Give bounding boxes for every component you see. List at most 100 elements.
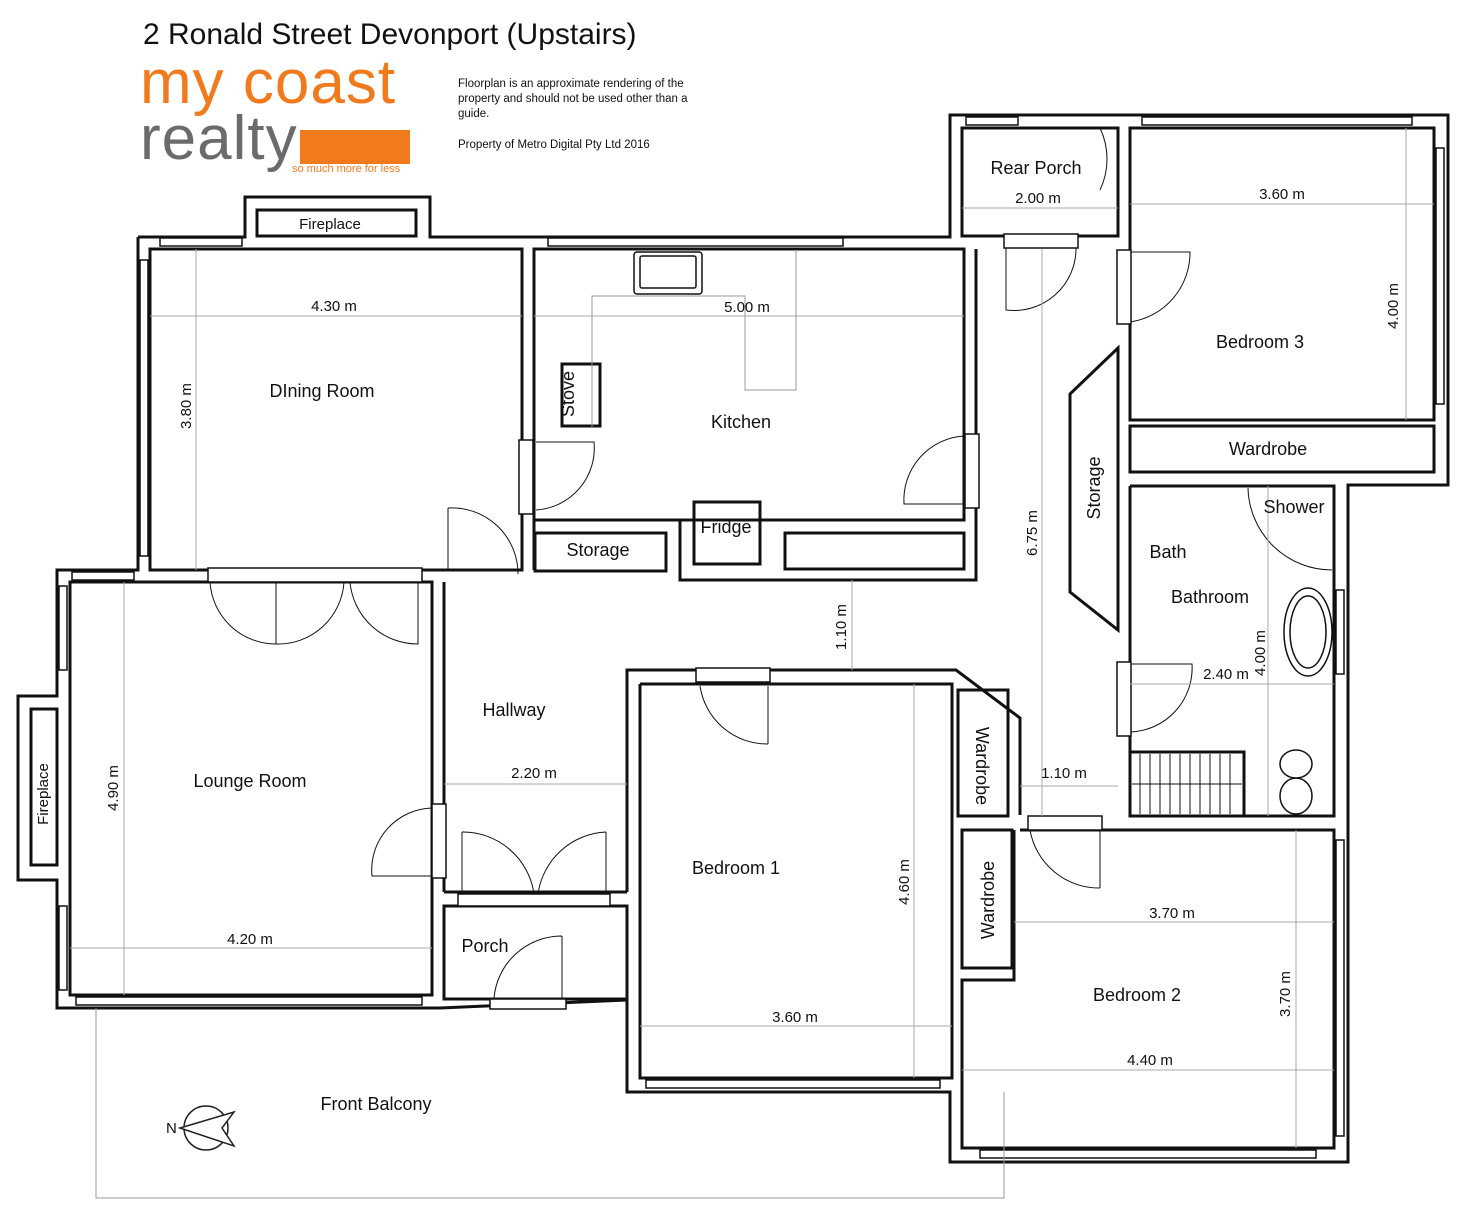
frame-door-hall-top [1003,233,1079,249]
door-lounge-hall [371,807,433,877]
dim-dining-width: 4.30 m [311,298,357,315]
window-lounge-bottom [75,996,423,1006]
fireplace-left-box [29,707,59,867]
dim-hallway-width: 2.20 m [511,765,557,782]
storage-right-box [783,531,966,571]
wardrobe-b2-walls [960,828,1014,970]
bedroom2-walls [960,828,1336,1150]
kitchen-bench-outline [591,250,797,428]
label-front-balcony: Front Balcony [320,1094,431,1114]
label-shower: Shower [1263,497,1324,517]
stove-box [560,362,602,428]
dim-hall-height: 6.75 m [1024,510,1041,556]
logo-line-1: my coast [140,48,397,117]
door-bedroom2 [1029,829,1101,889]
label-hallway: Hallway [482,700,545,720]
label-wardrobe-b3: Wardrobe [1229,439,1307,459]
door-lounge-double-a [209,581,277,645]
dim-rear-porch-width: 2.00 m [1015,190,1061,207]
label-lounge-room: Lounge Room [193,771,306,791]
label-bedroom2: Bedroom 2 [1093,985,1181,1005]
disclaimer-text: Floorplan is an approximate rendering of… [458,78,688,120]
dim-hall-side: 1.10 m [1041,765,1087,782]
door-lounge-double-c [349,581,419,645]
door-lounge-double-b [275,581,345,645]
dim-bedroom2-height: 3.70 m [1277,971,1294,1017]
label-kitchen: Kitchen [711,412,771,432]
fridge-box [692,500,762,566]
frame-door-bedroom1 [695,667,771,683]
label-rear-porch: Rear Porch [990,158,1081,178]
door-shower [1247,487,1333,571]
hall-storage-walls [1068,344,1120,634]
frame-door-lounge-hall [431,803,447,879]
frame-door-bathroom [1116,661,1132,737]
rear-porch-walls [960,126,1120,238]
toilet-bowl [1279,777,1313,815]
label-fireplace-left: Fireplace [35,763,52,825]
door-porch-double [461,831,607,895]
label-bedroom3: Bedroom 3 [1216,332,1304,352]
dim-hall-gap: 1.10 m [833,604,850,650]
front-balcony-outline [95,1008,1005,1199]
door-bedroom3 [1129,251,1191,324]
frame-door-kitchen-left [518,439,534,515]
stair-treads [1132,754,1242,814]
frame-door-porch-front [489,998,567,1010]
label-fridge: Fridge [700,517,751,537]
door-bathroom [1129,663,1193,733]
window-bedroom3-right [1435,147,1445,405]
window-bedroom2-right [1335,839,1345,1137]
dim-bathroom-width: 2.40 m [1203,666,1249,683]
label-bedroom1: Bedroom 1 [692,858,780,878]
label-wardrobe-b1: Wardrobe [972,727,992,805]
window-bathroom-right [1335,589,1345,675]
label-bath: Bath [1149,542,1186,562]
frame-lounge-doors [207,567,423,583]
window-dining-top [159,237,243,247]
label-stove: Stove [558,371,578,417]
dimension-lines [70,128,1434,1148]
stairs-box [1128,750,1246,818]
logo-line-2: realty [140,104,298,173]
fireplace-top-box [255,208,418,238]
door-rear-porch [1030,127,1108,191]
dim-kitchen-width: 5.00 m [724,299,770,316]
dim-lounge-height: 4.90 m [105,765,122,811]
page-title: 2 Ronald Street Devonport (Upstairs) [143,18,637,51]
dim-bedroom1-width: 3.60 m [772,1009,818,1026]
frame-door-bedroom3 [1116,249,1132,325]
wardrobe-b3-walls [1128,424,1436,474]
kitchen-sink-basin [639,255,697,289]
window-kitchen-top [547,237,844,247]
door-bedroom1 [699,685,769,745]
door-kitchen-left [535,441,595,511]
door-hall-top [1004,247,1077,311]
door-dining-hall [447,507,519,575]
window-lounge-left-top [58,585,68,671]
svg-text:N: N [166,1120,177,1137]
toilet-cistern [1279,749,1313,779]
door-kitchen-right [903,435,965,505]
window-rear-porch-top [965,116,1019,126]
label-bathroom: Bathroom [1171,587,1249,607]
label-wardrobe-b2: Wardrobe [978,861,998,939]
frame-door-bedroom2 [1027,815,1103,831]
frame-door-kitchen-right [964,433,980,509]
wall-outline-left [16,113,1450,1164]
bedroom1-walls [638,682,954,1080]
north-compass-icon: N [166,1105,236,1151]
window-lounge-top [71,571,135,581]
door-porch-front [493,935,563,999]
logo-orange-bar [300,130,410,164]
dim-bedroom2-width-2: 4.40 m [1127,1052,1173,1069]
hallway-east-wall [625,668,1022,892]
window-dining-left [139,259,149,557]
logo-tagline: so much more for less [292,163,401,175]
window-bedroom2-bottom [979,1149,1317,1159]
dim-bedroom3-height: 4.00 m [1385,283,1402,329]
window-bedroom3-top [1141,116,1413,126]
frame-porch-doors [457,893,611,907]
bath-tub-inner [1289,595,1327,669]
